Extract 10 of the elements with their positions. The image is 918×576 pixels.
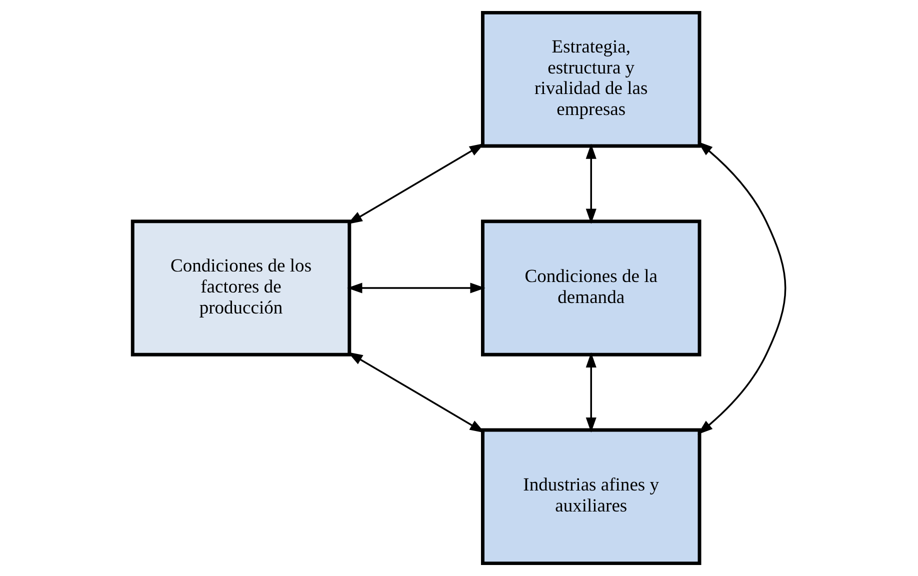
arrow — [347, 282, 486, 294]
node-box: Industrias afines y auxiliares — [481, 428, 702, 566]
arrow — [348, 352, 485, 433]
arrow — [347, 143, 485, 224]
arrow — [586, 352, 596, 433]
arrow — [586, 144, 596, 224]
arrow — [698, 142, 786, 434]
node-box: Condiciones de la demanda — [481, 220, 702, 356]
node-box: Condiciones de los factores de producción — [130, 220, 352, 356]
node-box: Estrategia, estructura y rivalidad de las empresas — [481, 10, 702, 148]
